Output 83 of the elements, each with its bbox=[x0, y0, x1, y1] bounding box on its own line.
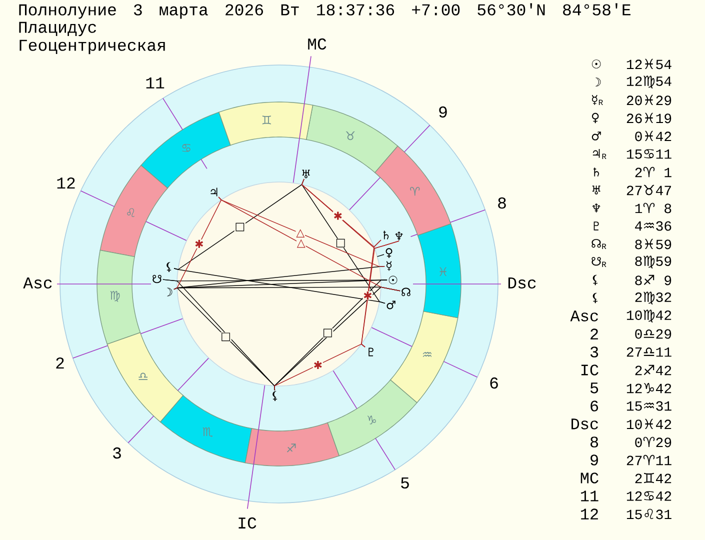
position-value: 26♓19 bbox=[626, 112, 672, 124]
zodiac-sector: ♎ bbox=[106, 332, 184, 422]
planet-symbol: ♇ bbox=[594, 222, 599, 230]
cusp-label: 8 bbox=[590, 436, 598, 448]
planet-symbol: ☽ bbox=[166, 288, 172, 296]
planet-symbol: ♅ bbox=[592, 186, 600, 194]
planet-symbol: ☿ bbox=[386, 261, 392, 271]
axis-label: Asc bbox=[23, 277, 52, 289]
house-number: 6 bbox=[490, 377, 498, 389]
position-value: 20♓29 bbox=[626, 94, 672, 106]
cusp-label: 6 bbox=[590, 400, 598, 412]
planet-symbol: ♂ bbox=[592, 132, 601, 140]
house-number: 9 bbox=[439, 106, 447, 118]
zodiac-sector: ♓ bbox=[417, 223, 462, 318]
position-value: 15♋11 bbox=[626, 149, 672, 159]
planet-symbol: ♀ bbox=[386, 248, 392, 258]
planet-symbol: ☋ bbox=[152, 274, 162, 284]
zodiac-sector: ♐ bbox=[244, 422, 340, 466]
subheading: Плацидус bbox=[19, 22, 96, 36]
axis-label: MC bbox=[308, 38, 326, 50]
planet-symbol: ♃$_{R}$ bbox=[592, 148, 606, 160]
house-number: 5 bbox=[401, 477, 409, 489]
position-value: 4♒36 bbox=[635, 221, 672, 231]
position-value: 27♎11 bbox=[626, 347, 672, 357]
zodiac-sector: ♊ bbox=[218, 102, 314, 146]
cusp-label: 5 bbox=[590, 382, 598, 394]
position-value: 15♒31 bbox=[626, 401, 672, 411]
planet-symbol: ☉ bbox=[592, 60, 601, 68]
planet-symbol: ☿$_{R}$ bbox=[592, 94, 603, 106]
position-value: 15♌31 bbox=[626, 508, 672, 520]
subheading: Геоцентрическая bbox=[20, 40, 165, 54]
planet-symbol: ☉ bbox=[388, 276, 398, 284]
axis-label: Dsc bbox=[508, 277, 536, 289]
zodiac-sector: ♍ bbox=[96, 250, 141, 345]
position-value: 8♐ 9 bbox=[635, 274, 672, 286]
position-value: 0♓42 bbox=[635, 130, 672, 142]
cusp-label: 9 bbox=[590, 454, 598, 466]
house-number: 11 bbox=[146, 78, 164, 88]
position-value: 0♈29 bbox=[635, 436, 672, 448]
position-value: 8♓59 bbox=[635, 238, 672, 250]
zodiac-sector: ♑ bbox=[327, 379, 418, 456]
position-value: 12♑42 bbox=[626, 382, 672, 394]
cusp-label: 11 bbox=[581, 490, 598, 502]
planet-symbol: ⚸ bbox=[592, 274, 598, 286]
planet-symbol: ⚸ bbox=[166, 262, 172, 272]
planet-symbol: ☊$_{R}$ bbox=[592, 238, 606, 250]
planet-symbol: ♂ bbox=[386, 300, 396, 310]
house-number: 3 bbox=[113, 447, 121, 459]
position-value: 1♈ 8 bbox=[635, 202, 672, 214]
planet-symbol: ♀ bbox=[592, 112, 599, 124]
planet-symbol: ♆ bbox=[592, 204, 600, 212]
position-value: 27♉47 bbox=[626, 184, 671, 196]
house-number: 12 bbox=[57, 177, 75, 189]
house-number: 8 bbox=[498, 197, 506, 209]
cusp-label: Dsc bbox=[572, 418, 598, 430]
title: Полнолуние 3 марта 2026 Вт 18:37:36 +7:00 56°30'N 84°58'E bbox=[19, 3, 630, 19]
position-value: 27♈11 bbox=[626, 454, 672, 466]
planet-symbol: ♄ bbox=[594, 168, 600, 176]
position-value: 10♓42 bbox=[626, 418, 672, 430]
cusp-label: MC bbox=[580, 472, 598, 484]
cusp-label: 12 bbox=[581, 508, 598, 520]
position-value: 2♈ 1 bbox=[635, 166, 672, 178]
position-value: 12♓54 bbox=[626, 58, 672, 70]
planet-symbol: ⚸ bbox=[272, 391, 278, 401]
cusp-label: IC bbox=[581, 364, 598, 376]
position-value: 2♍32 bbox=[635, 292, 672, 304]
cusp-label: 2 bbox=[590, 328, 598, 340]
planet-symbol: ☋$_{R}$ bbox=[592, 257, 606, 267]
position-value: 0♎29 bbox=[635, 329, 672, 339]
position-value: 8♍59 bbox=[635, 256, 672, 268]
position-value: 2♊42 bbox=[635, 472, 672, 484]
position-value: 12♍54 bbox=[626, 76, 672, 88]
house-number: 2 bbox=[56, 357, 64, 369]
position-value: 10♍42 bbox=[626, 310, 672, 322]
zodiac-sector: ♋ bbox=[140, 112, 231, 189]
position-value: 12♋42 bbox=[626, 491, 672, 501]
position-value: 2♐42 bbox=[635, 364, 672, 376]
cusp-label: Asc bbox=[570, 310, 598, 322]
planet-symbol: ☊ bbox=[402, 288, 410, 296]
axis-label: IC bbox=[238, 517, 256, 529]
planet-symbol: ☽ bbox=[595, 78, 601, 86]
planet-symbol: ⚸ bbox=[592, 292, 598, 304]
cusp-label: 3 bbox=[590, 346, 598, 358]
